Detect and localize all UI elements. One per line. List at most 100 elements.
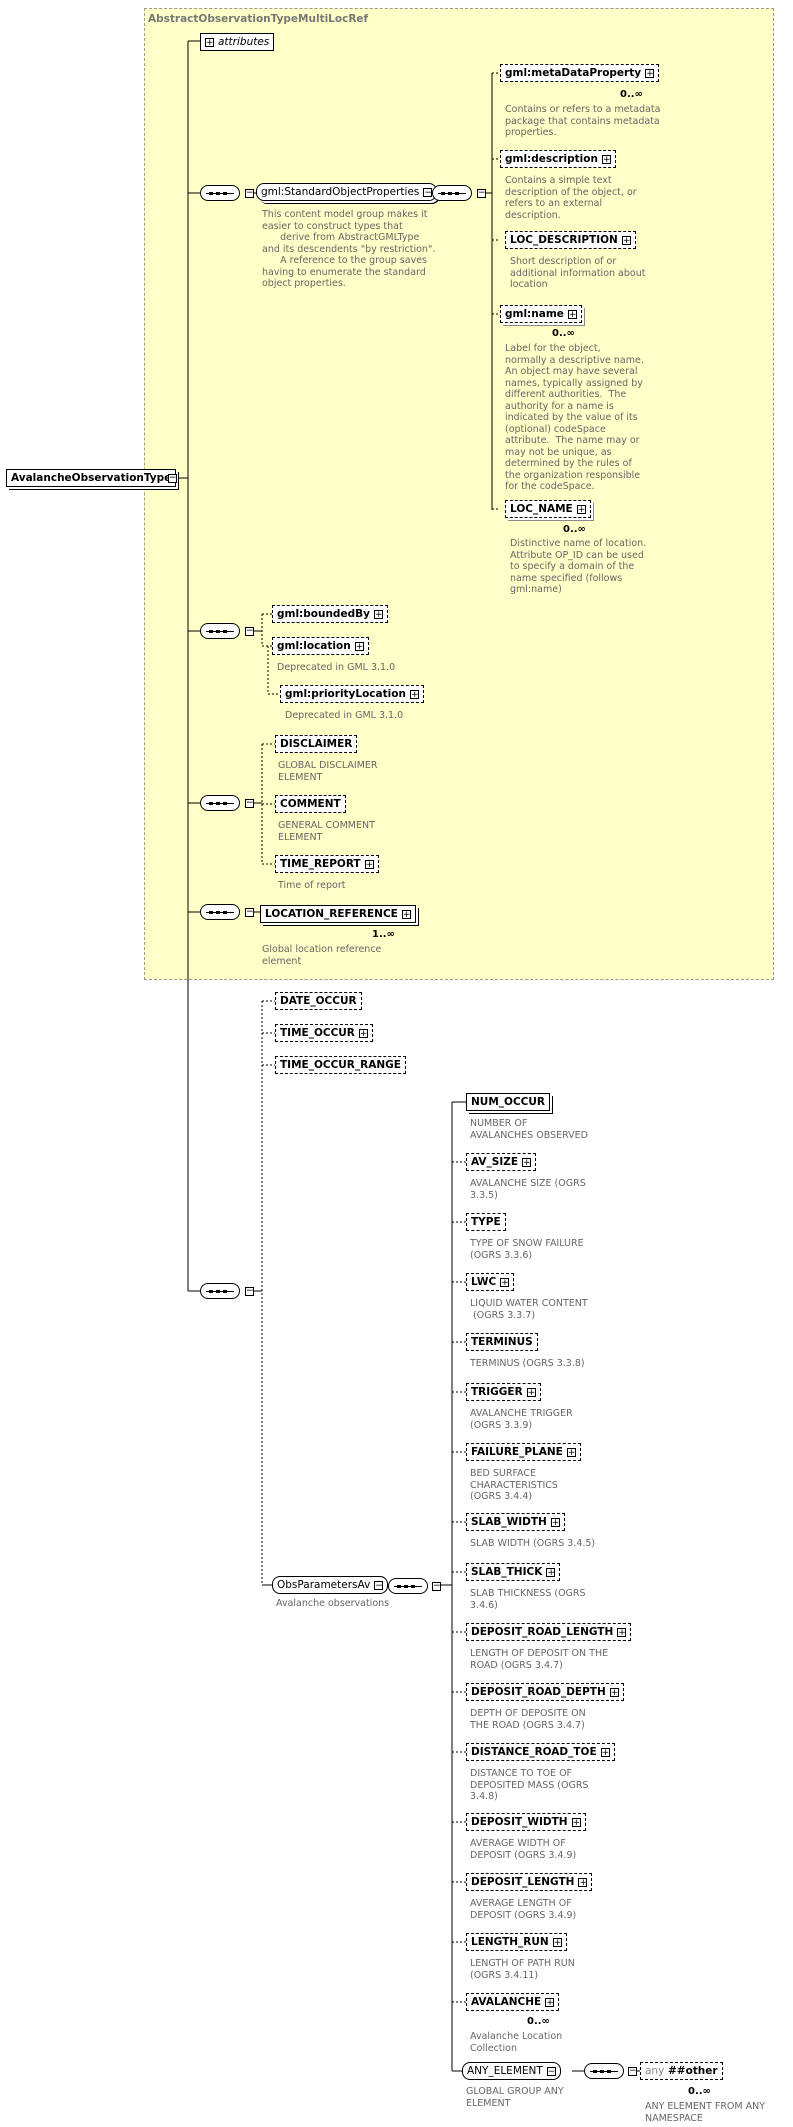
gml-name-element[interactable]: gml:name+ bbox=[500, 305, 582, 323]
sequence-collapse-icon[interactable]: − bbox=[432, 1581, 441, 1591]
expand-icon[interactable]: + bbox=[409, 690, 419, 700]
expand-icon[interactable]: + bbox=[645, 69, 655, 79]
sequence-collapse-icon[interactable]: − bbox=[245, 188, 254, 198]
group-collapse-icon[interactable]: − bbox=[546, 2067, 556, 2077]
element-description: Distinctive name of location. Attribute … bbox=[510, 538, 647, 595]
failure-plane-element[interactable]: FAILURE_PLANE+ bbox=[466, 1443, 581, 1461]
any-element-group[interactable]: ANY_ELEMENT− bbox=[462, 2062, 561, 2080]
attributes-label: attributes bbox=[218, 36, 270, 48]
expand-icon[interactable]: + bbox=[621, 236, 631, 246]
expand-icon[interactable]: + bbox=[373, 610, 383, 620]
time-occur-element[interactable]: TIME_OCCUR+ bbox=[275, 1024, 373, 1042]
sequence-collapse-icon[interactable]: − bbox=[245, 798, 254, 808]
expand-icon[interactable]: + bbox=[571, 1818, 581, 1828]
element-label: LOC_NAME bbox=[510, 503, 573, 515]
date-occur-element[interactable]: DATE_OCCUR bbox=[275, 992, 362, 1010]
sequence-compositor-3 bbox=[200, 623, 240, 639]
type-element[interactable]: TYPE bbox=[466, 1213, 506, 1231]
group-description: GLOBAL GROUP ANY ELEMENT bbox=[466, 2086, 564, 2109]
complex-type-title: AbstractObservationTypeMultiLocRef bbox=[148, 13, 369, 25]
expand-icon[interactable]: + bbox=[545, 1998, 555, 2008]
slab-thick-element[interactable]: SLAB_THICK+ bbox=[466, 1563, 561, 1581]
distance-road-toe-element[interactable]: DISTANCE_ROAD_TOE+ bbox=[466, 1743, 615, 1761]
expand-icon[interactable]: + bbox=[617, 1628, 627, 1638]
element-label: NUM_OCCUR bbox=[471, 1096, 545, 1108]
deposit-length-element[interactable]: DEPOSIT_LENGTH+ bbox=[466, 1873, 593, 1891]
element-description: NUMBER OF AVALANCHES OBSERVED bbox=[470, 1118, 588, 1141]
element-label: LENGTH_RUN bbox=[471, 1936, 549, 1948]
group-label: ANY_ELEMENT bbox=[467, 2065, 543, 2077]
cardinality: 0..∞ bbox=[620, 89, 643, 100]
gml-location-element[interactable]: gml:location+ bbox=[272, 637, 369, 655]
element-label: gml:metaDataProperty bbox=[505, 67, 642, 79]
gml-description-element[interactable]: gml:description+ bbox=[500, 150, 616, 168]
deposit-road-length-element[interactable]: DEPOSIT_ROAD_LENGTH+ bbox=[466, 1623, 632, 1641]
expand-icon[interactable]: + bbox=[354, 642, 364, 652]
group-collapse-icon[interactable]: − bbox=[374, 1581, 384, 1591]
cardinality: 1..∞ bbox=[372, 929, 395, 940]
gml-standard-object-properties-group[interactable]: gml:StandardObjectProperties− bbox=[256, 183, 438, 201]
time-report-element[interactable]: TIME_REPORT+ bbox=[275, 855, 379, 873]
element-label: LWC bbox=[471, 1276, 497, 1288]
root-expand-icon[interactable]: − bbox=[168, 473, 177, 483]
element-description: Deprecated in GML 3.1.0 bbox=[277, 662, 396, 673]
deposit-road-depth-element[interactable]: DEPOSIT_ROAD_DEPTH+ bbox=[466, 1683, 624, 1701]
sequence-compositor-2 bbox=[432, 185, 472, 201]
expand-icon[interactable]: + bbox=[401, 910, 411, 920]
location-reference-element[interactable]: LOCATION_REFERENCE+ bbox=[260, 905, 416, 923]
terminus-element[interactable]: TERMINUS bbox=[466, 1333, 538, 1351]
expand-icon[interactable]: + bbox=[522, 1158, 532, 1168]
element-description: Label for the object, normally a descrip… bbox=[505, 343, 644, 492]
slab-width-element[interactable]: SLAB_WIDTH+ bbox=[466, 1513, 565, 1531]
sequence-collapse-icon[interactable]: − bbox=[245, 1286, 254, 1296]
expand-icon[interactable]: + bbox=[358, 1029, 368, 1039]
expand-icon[interactable]: + bbox=[609, 1688, 619, 1698]
expand-icon[interactable]: + bbox=[567, 310, 577, 320]
sequence-collapse-icon[interactable]: − bbox=[245, 907, 254, 917]
group-label: gml:StandardObjectProperties bbox=[261, 186, 420, 198]
avalanche-element[interactable]: AVALANCHE+ bbox=[466, 1993, 560, 2011]
sequence-compositor-1 bbox=[200, 185, 240, 201]
complex-type-extension-area bbox=[144, 8, 774, 980]
obs-parameters-av-group[interactable]: ObsParametersAv− bbox=[272, 1576, 389, 1594]
attributes-expand-icon[interactable]: + bbox=[205, 38, 214, 48]
loc-description-element[interactable]: LOC_DESCRIPTION+ bbox=[505, 231, 636, 249]
element-description: Global location reference element bbox=[262, 944, 382, 967]
group-description: This content model group makes it easier… bbox=[262, 209, 436, 289]
expand-icon[interactable]: + bbox=[546, 1568, 556, 1578]
gml-prioritylocation-element[interactable]: gml:priorityLocation+ bbox=[280, 685, 424, 703]
expand-icon[interactable]: + bbox=[600, 1748, 610, 1758]
sequence-collapse-icon[interactable]: − bbox=[628, 2066, 637, 2076]
any-other-wildcard[interactable]: any ##other bbox=[640, 2062, 723, 2080]
expand-icon[interactable]: + bbox=[526, 1388, 536, 1398]
lwc-element[interactable]: LWC+ bbox=[466, 1273, 515, 1291]
expand-icon[interactable]: + bbox=[550, 1518, 560, 1528]
deposit-width-element[interactable]: DEPOSIT_WIDTH+ bbox=[466, 1813, 586, 1831]
group-collapse-icon[interactable]: − bbox=[423, 188, 433, 198]
attributes-box[interactable]: + attributes bbox=[200, 33, 275, 51]
av-size-element[interactable]: AV_SIZE+ bbox=[466, 1153, 537, 1171]
expand-icon[interactable]: + bbox=[500, 1278, 510, 1288]
sequence-compositor-4 bbox=[200, 795, 240, 811]
expand-icon[interactable]: + bbox=[578, 1878, 588, 1888]
root-element[interactable]: AvalancheObservationType bbox=[6, 469, 177, 487]
sequence-collapse-icon[interactable]: − bbox=[245, 626, 254, 636]
trigger-element[interactable]: TRIGGER+ bbox=[466, 1383, 541, 1401]
disclaimer-element[interactable]: DISCLAIMER bbox=[275, 735, 358, 753]
sequence-collapse-icon[interactable]: − bbox=[477, 188, 486, 198]
element-label: LOCATION_REFERENCE bbox=[265, 908, 398, 920]
comment-element[interactable]: COMMENT bbox=[275, 795, 346, 813]
gml-boundedby-element[interactable]: gml:boundedBy+ bbox=[272, 605, 388, 623]
element-label: DATE_OCCUR bbox=[280, 995, 357, 1007]
gml-metadataproperty-element[interactable]: gml:metaDataProperty+ bbox=[500, 64, 660, 82]
loc-name-element[interactable]: LOC_NAME+ bbox=[505, 500, 591, 518]
expand-icon[interactable]: + bbox=[552, 1938, 562, 1948]
num-occur-element[interactable]: NUM_OCCUR bbox=[466, 1093, 550, 1111]
expand-icon[interactable]: + bbox=[364, 860, 374, 870]
expand-icon[interactable]: + bbox=[601, 155, 611, 165]
element-label: gml:boundedBy bbox=[277, 608, 370, 620]
expand-icon[interactable]: + bbox=[566, 1448, 576, 1458]
length-run-element[interactable]: LENGTH_RUN+ bbox=[466, 1933, 567, 1951]
time-occur-range-element[interactable]: TIME_OCCUR_RANGE bbox=[275, 1056, 406, 1074]
expand-icon[interactable]: + bbox=[576, 505, 586, 515]
